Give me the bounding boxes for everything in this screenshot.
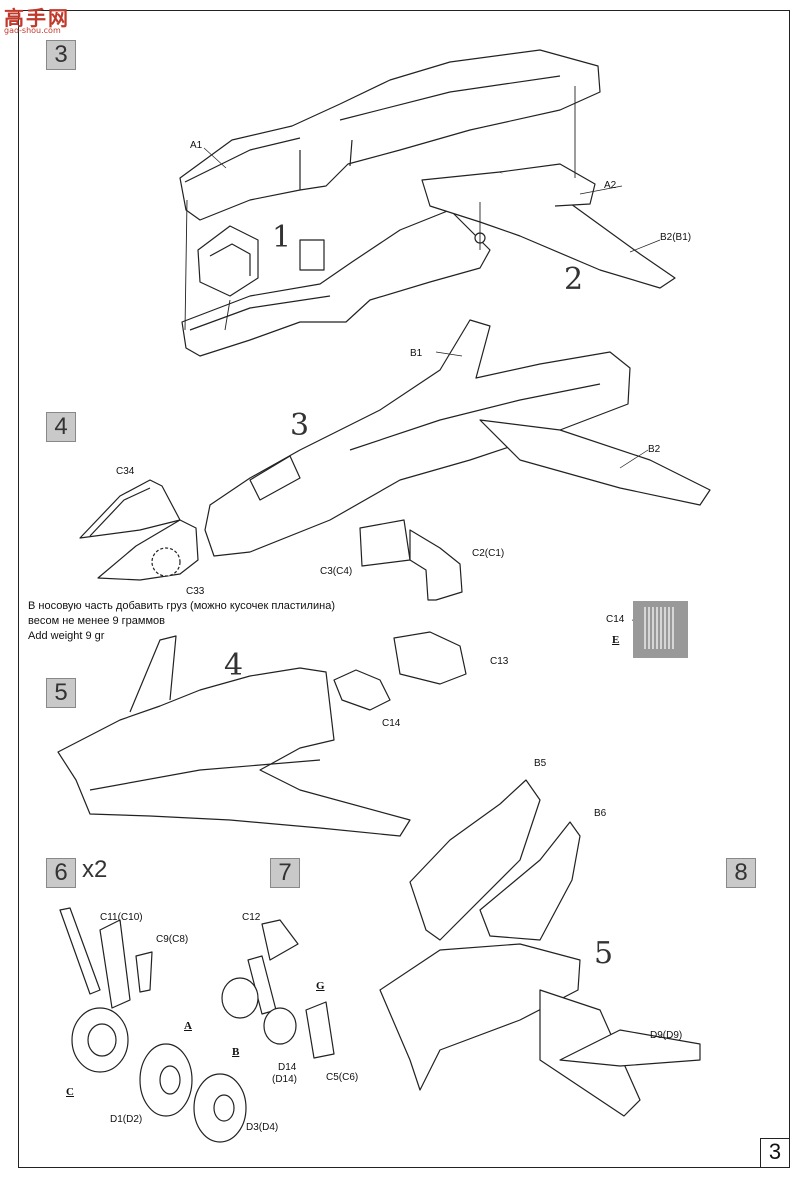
step-6-box: 6 [46,858,76,888]
label-d1-d2: D1(D2) [110,1114,143,1125]
label-c33: C33 [186,586,205,597]
label-e: E [612,634,620,646]
note-weight-ru-1: В носовую часть добавить груз (можно кус… [28,600,335,612]
label-d14-paren: (D14) [272,1074,298,1085]
nose-cone-c33 [97,519,199,581]
step-5-box: 5 [46,678,76,708]
label-d3-d4: D3(D4) [246,1122,279,1133]
label-d14: D14 [278,1062,297,1073]
label-c2-c1: C2(C1) [472,548,505,559]
canopy-c34 [79,479,181,539]
label-a1: A1 [190,140,203,151]
label-b2-b1: B2(B1) [660,232,692,243]
label-c3-c4: C3(C4) [320,566,353,577]
label-c34: C34 [116,466,135,477]
label-c5-c6: C5(C6) [326,1072,359,1083]
label-c13: C13 [490,656,509,667]
label-a: A [184,1020,192,1032]
subassembly-5: 5 [594,936,614,971]
main-gear [59,907,247,1143]
upper-fuselage-half [179,49,601,221]
label-d9-d9: D9(D9) [650,1030,683,1041]
label-b1: B1 [410,348,423,359]
step-6-multiplier: x2 [82,856,108,883]
wing-b2 [421,163,676,289]
aircraft-step5 [57,635,411,837]
photo-etch-frets [644,607,674,649]
exhaust-c13 [393,631,467,685]
exhaust-c14 [333,669,391,711]
subassembly-1: 1 [272,220,292,255]
label-b: B [232,1046,240,1058]
lower-fuselage-half [181,209,491,357]
step-7-box: 7 [270,858,300,888]
subassembly-3: 3 [290,408,310,443]
label-c9-c8: C9(C8) [156,934,189,945]
nose-gear [221,919,335,1059]
label-g: G [316,980,325,992]
watermark-logo: 高手网 gao-shou.com [4,2,74,35]
label-c: C [66,1086,74,1098]
step-3-box: 3 [46,40,76,70]
subassembly-2: 2 [564,262,584,297]
subassembly-4: 4 [224,648,244,683]
note-weight-ru-2: весом не менее 9 граммов [28,615,166,627]
tail-assembly [379,779,701,1117]
step-8-box: 8 [726,858,756,888]
label-b5: B5 [534,758,547,769]
watermark-url: gao-shou.com [4,26,61,35]
label-c11-c10: C11(C10) [100,912,143,923]
label-b6: B6 [594,808,607,819]
page-number: 3 [760,1138,790,1168]
cockpit-tub [197,225,259,297]
aircraft-step4 [204,319,711,557]
label-c14-etch: C14 [606,614,625,625]
label-a2: A2 [604,180,617,191]
label-b2: B2 [648,444,661,455]
photo-etch-sheet [633,601,688,658]
step-4-box: 4 [46,412,76,442]
intake-parts-c3-c2 [359,519,463,601]
label-c14: C14 [382,718,401,729]
label-c12: C12 [242,912,261,923]
note-weight-en: Add weight 9 gr [28,630,105,642]
watermark-title: 高手网 [4,6,70,30]
page-frame [18,10,790,1168]
